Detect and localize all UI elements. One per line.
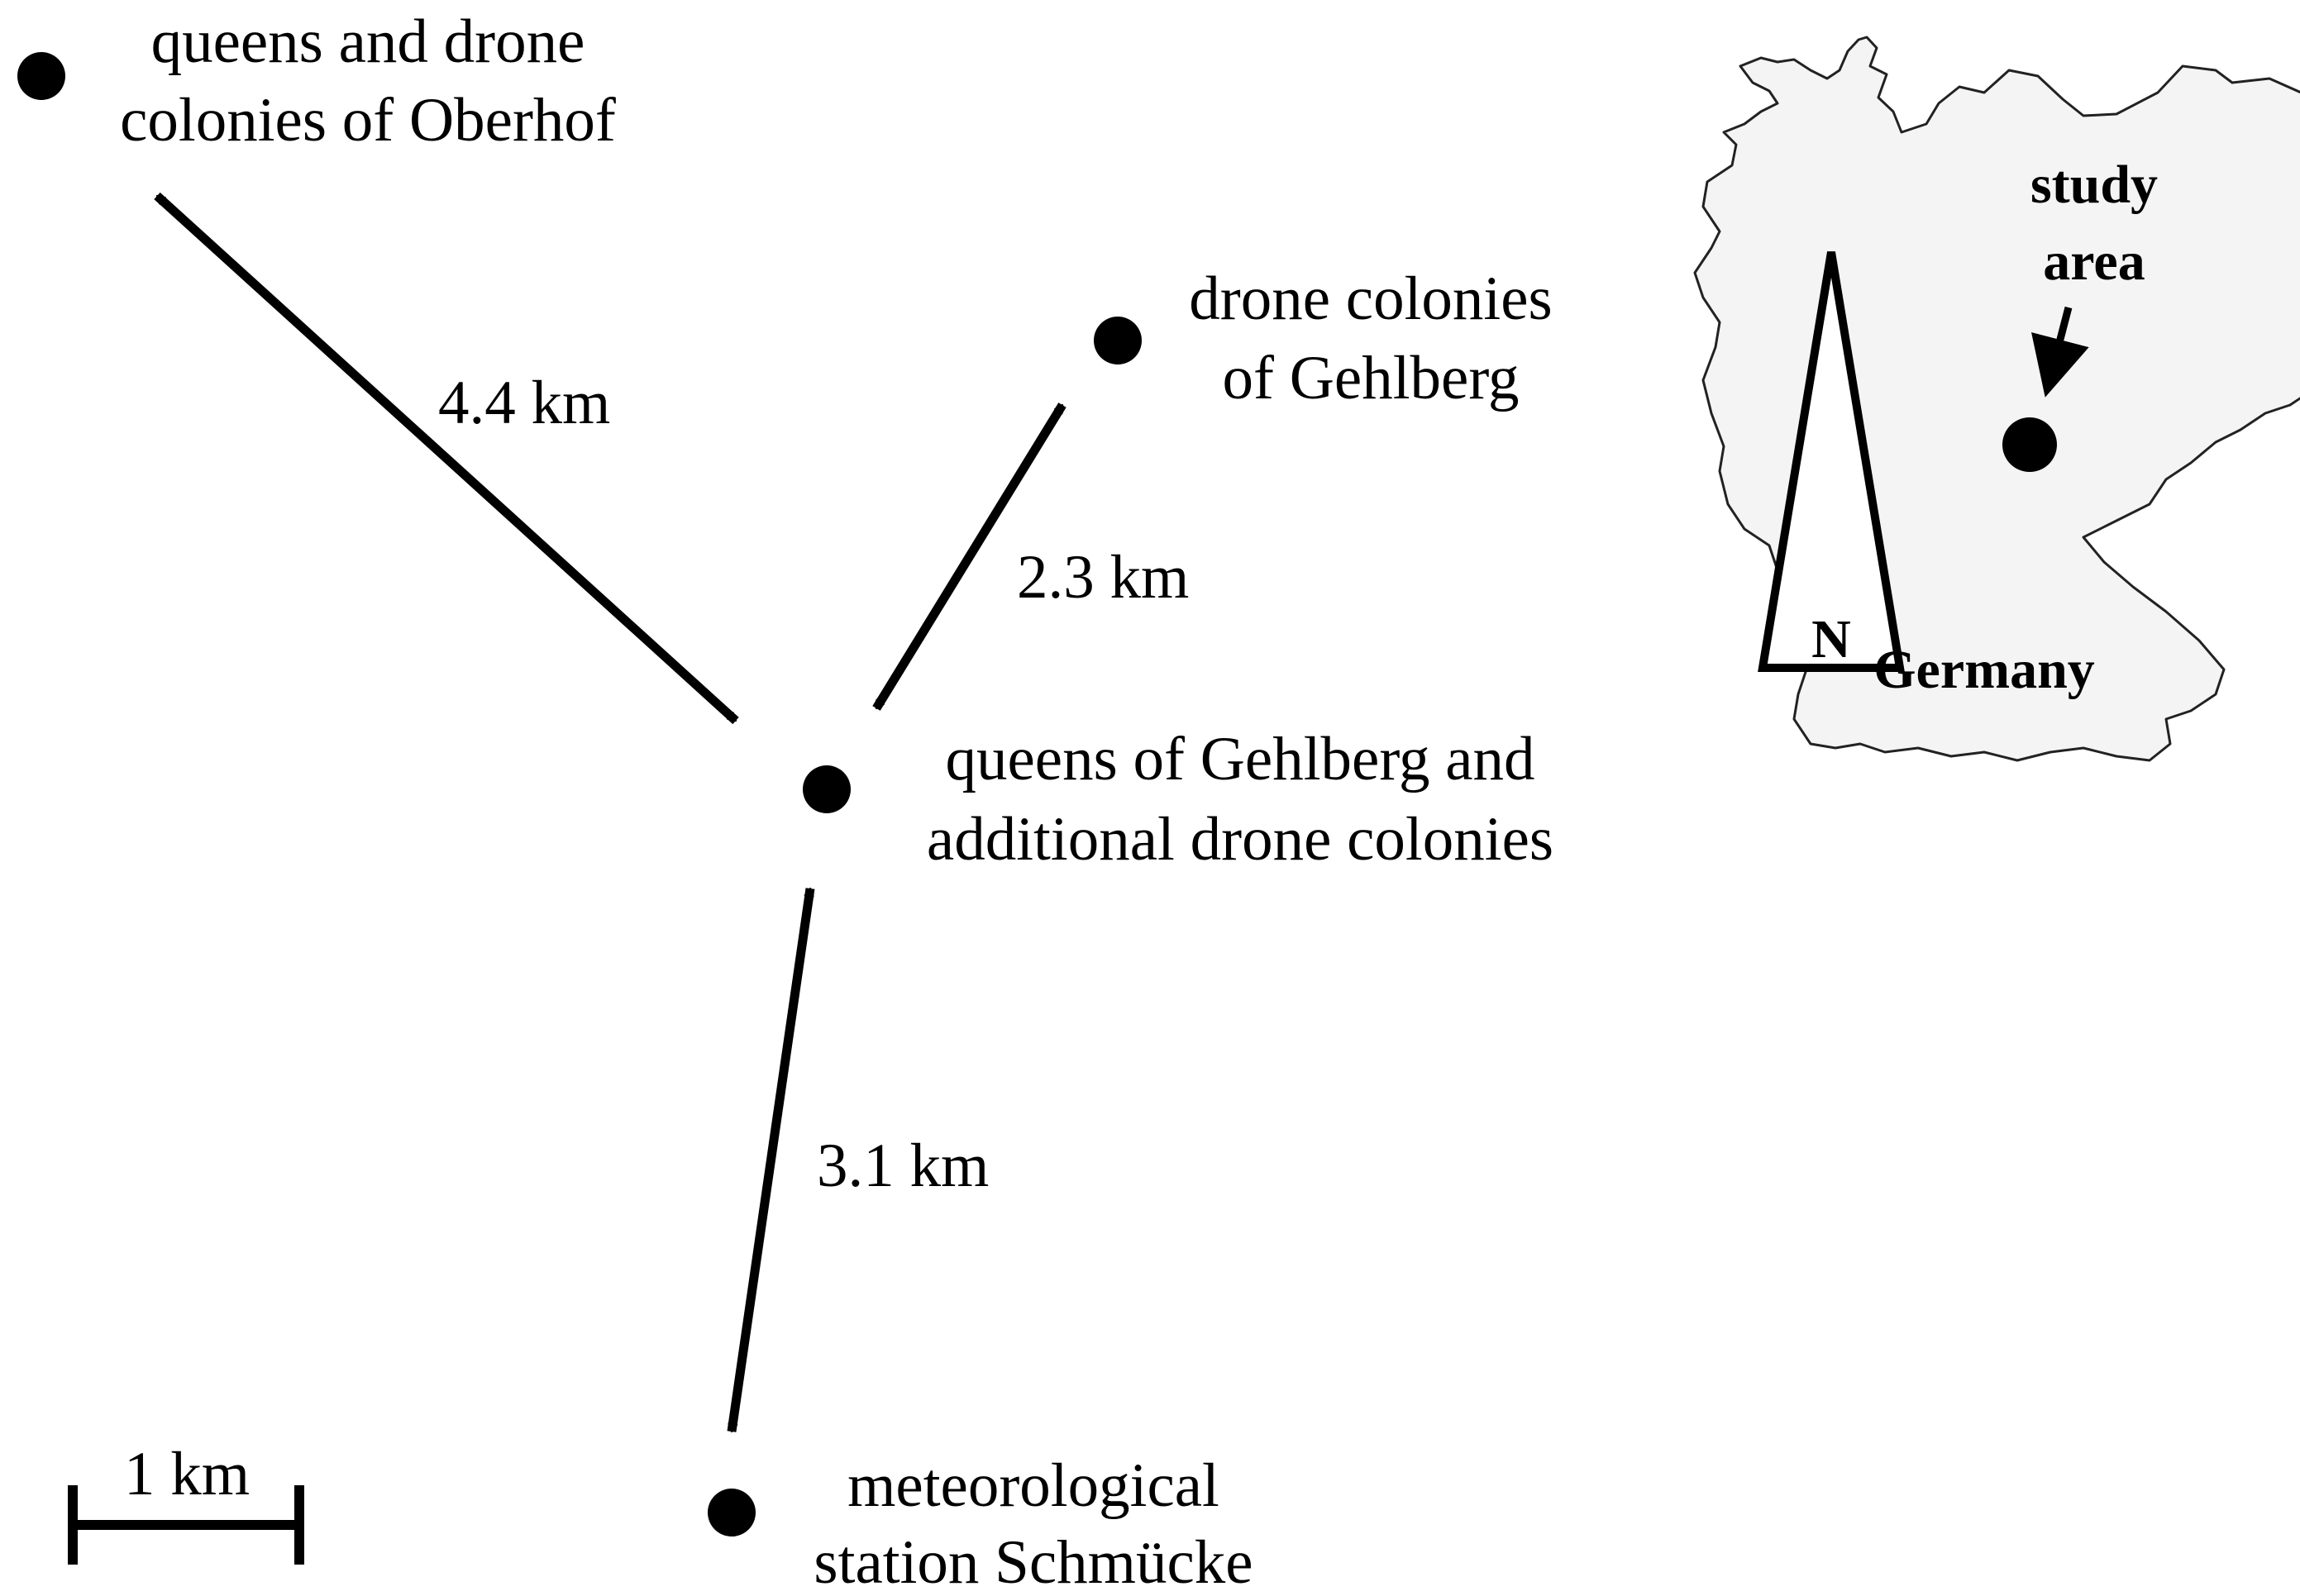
site-marker-gehlberg-drones [1094,317,1142,364]
study-area-label-line1: study [2030,155,2158,215]
site-label-gehlberg-queens-line1: queens of Gehlberg and [946,725,1535,793]
study-area-label-line2: area [2043,231,2145,292]
site-label-oberhof-line2: colonies of Oberhof [120,86,616,155]
arrow-schmuecke-queens [727,889,815,1432]
distance-label-drones: 2.3 km [1017,543,1189,612]
site-label-schmuecke-line2: station Schmücke [814,1528,1253,1596]
scale-bar: 1 km [68,1440,304,1565]
site-marker-schmuecke [708,1489,756,1536]
site-label-oberhof-line1: queens and drone [151,7,585,76]
distance-label-schmuecke: 3.1 km [817,1131,989,1200]
north-arrow-icon [1758,251,1905,672]
distance-arrows [154,192,1066,1432]
site-label-gehlberg-drones-line1: drone colonies [1189,264,1552,333]
arrow-oberhof-queens [154,192,739,725]
site-markers [17,52,1142,1536]
study-area-pointer [2031,306,2089,398]
site-marker-gehlberg-queens [803,765,851,813]
site-label-schmuecke-line1: meteorological [847,1451,1219,1520]
distance-label-oberhof: 4.4 km [438,369,610,437]
study-area-marker [2002,417,2057,472]
site-label-gehlberg-drones-line2: of Gehlberg [1223,344,1520,412]
arrow-drones-queens [872,403,1066,711]
germany-label: Germany [1873,640,2095,700]
scale-bar-label: 1 km [124,1440,250,1508]
site-label-gehlberg-queens-line2: additional drone colonies [927,805,1553,874]
north-letter: N [1811,609,1851,669]
site-marker-oberhof [17,52,65,100]
germany-inset: N study area Germany [1693,36,2300,762]
